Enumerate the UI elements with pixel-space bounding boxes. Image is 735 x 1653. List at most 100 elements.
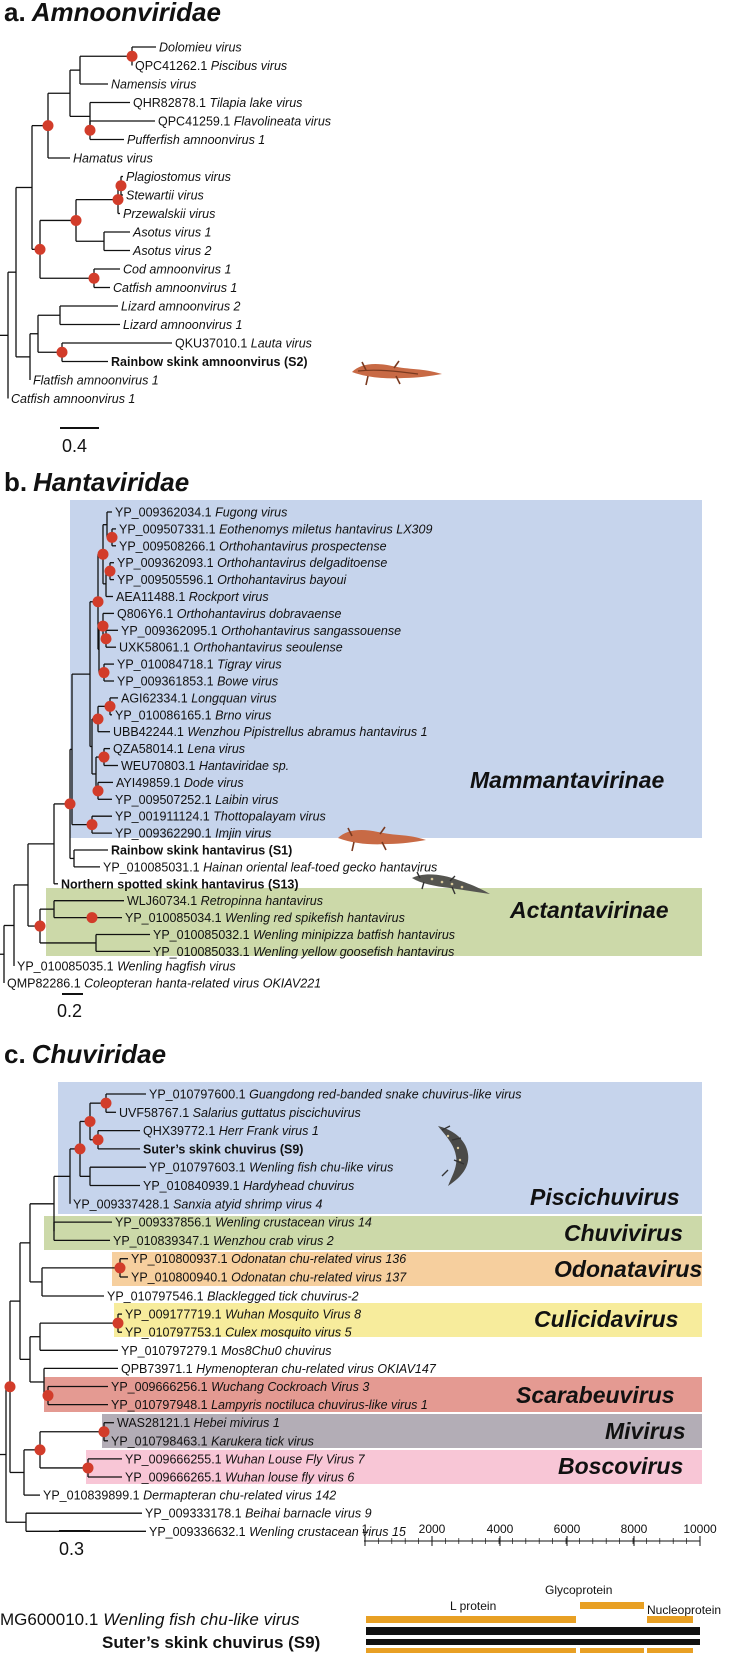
hanta-leaf-label: YP_009362093.1 Orthohantavirus delgadito… [117,556,387,570]
chu-leaf-label: YP_010839347.1 Wenzhou crab virus 2 [113,1234,334,1248]
hanta-support-node [92,596,104,608]
genome-tick-label: 2000 [419,1522,446,1536]
amnoon-support-node [56,346,68,358]
leaf-virus-name: Longquan virus [191,691,276,705]
hanta-support-node [100,633,112,645]
clade-label-odonatavirus: Odonatavirus [554,1256,702,1282]
chu-support-node [82,1462,94,1474]
leaf-virus-name: Namensis virus [111,78,196,92]
amnoon-leaf-label: Cod amnoonvirus 1 [123,263,231,277]
hanta-leaf-label: QZA58014.1 Lena virus [113,742,245,756]
amnoon-leaf-label: Asotus virus 1 [132,226,212,240]
leaf-virus-name: Asotus virus 2 [132,244,212,258]
leaf-virus-name: Orthohantavirus seoulense [193,641,342,655]
panel-c-family: Chuviridae [32,1039,166,1069]
chu-support-node [74,1143,86,1155]
gene-label-glycoprotein: Glycoprotein [545,1583,612,1597]
leaf-accession: QPB73971.1 [121,1362,196,1376]
leaf-virus-name: Retropinna hantavirus [201,894,323,908]
leaf-virus-name: Rainbow skink amnoonvirus (S2) [111,355,308,369]
ref-glycoprotein-gene [580,1602,644,1609]
leaf-accession: YP_010085033.1 [153,945,253,959]
scale-bar-c-label: 0.3 [59,1539,84,1559]
leaf-accession: YP_009177719.1 [125,1308,225,1322]
chu-leaf-label: YP_010839899.1 Dermapteran chu-related v… [43,1489,336,1503]
leaf-virus-name: Przewalskii virus [123,207,215,221]
leaf-accession: YP_009362093.1 [117,556,217,570]
chu-leaf-label: YP_009333178.1 Beihai barnacle virus 9 [145,1507,372,1521]
amnoon-leaf-label: Namensis virus [111,78,196,92]
leaf-virus-name: Asotus virus 1 [132,226,212,240]
chu-leaf-label: YP_010840939.1 Hardyhead chuvirus [143,1179,354,1193]
chu-leaf-label: YP_009337856.1 Wenling crustacean virus … [115,1216,372,1230]
leaf-accession: QHX39772.1 [143,1124,219,1138]
chu-support-node [84,1115,96,1127]
leaf-accession: YP_010797753.1 [125,1326,225,1340]
leaf-virus-name: Tigray virus [217,658,281,672]
panel-a-scale-bar: 0.4 [60,427,99,456]
leaf-accession: YP_010085035.1 [17,960,117,974]
panel-b: b.Hantaviridae Mammantavirinae Actantavi… [0,467,702,1021]
leaf-accession: AYI49859.1 [116,776,184,790]
amnoon-support-node [70,214,82,226]
leaf-virus-name: Wenzhou Pipistrellus abramus hantavirus … [187,725,427,739]
leaf-virus-name: Sanxia atyid shrimp virus 4 [173,1197,322,1211]
amnoon-support-node [84,124,96,136]
leaf-accession: YP_010800937.1 [131,1252,231,1266]
amnoon-support-node [42,120,54,132]
leaf-virus-name: Orthohantavirus delgaditoense [217,556,387,570]
genome-tick-label: 8000 [621,1522,648,1536]
chu-leaf-label: YP_010797546.1 Blacklegged tick chuvirus… [107,1290,359,1304]
chu-support-node [4,1381,16,1393]
leaf-accession: YP_009337856.1 [115,1216,215,1230]
leaf-virus-name: Beihai barnacle virus 9 [245,1507,372,1521]
genome-tick-label: 4000 [487,1522,514,1536]
chu-leaf-label: YP_010800940.1 Odonatan chu-related viru… [131,1271,407,1285]
leaf-accession: UXK58061.1 [119,641,193,655]
leaf-virus-name: Orthohantavirus sangassouense [221,624,401,638]
leaf-virus-name: Wenzhou crab virus 2 [213,1234,334,1248]
chu-leaf-label: YP_010797279.1 Mos8Chu0 chuvirus [121,1344,332,1358]
chu-support-node [42,1390,54,1402]
leaf-virus-name: Wenling crustacean virus 14 [215,1216,372,1230]
leaf-virus-name: Catfish amnoonvirus 1 [11,392,135,406]
chu-leaf-label: YP_010797948.1 Lampyris noctiluca chuvir… [111,1398,428,1412]
chu-leaf-label: YP_010800937.1 Odonatan chu-related viru… [131,1252,406,1266]
leaf-accession: YP_009362095.1 [121,624,221,638]
scale-bar-a-label: 0.4 [62,436,87,456]
leaf-virus-name: Dermapteran chu-related virus 142 [143,1489,336,1503]
hanta-support-node [86,819,98,831]
hanta-support-node [64,798,76,810]
amnoon-support-node [34,243,46,255]
leaf-virus-name: Orthohantavirus bayoui [217,573,347,587]
amnoon-leaf-label: QHR82878.1 Tilapia lake virus [133,96,302,110]
leaf-virus-name: Herr Frank virus 1 [219,1124,319,1138]
hanta-leaf-label: YP_010085035.1 Wenling hagfish virus [17,960,236,974]
genome-ref-virus: Wenling fish chu-like virus [103,1610,300,1629]
leaf-accession: AGI62334.1 [121,691,191,705]
chu-leaf-label: YP_009177719.1 Wuhan Mosquito Virus 8 [125,1308,361,1322]
chu-leaf-label: WAS28121.1 Hebei mivirus 1 [117,1416,280,1430]
leaf-accession: YP_009361853.1 [117,675,217,689]
leaf-virus-name: Northern spotted skink hantavirus (S13) [61,877,299,891]
panel-a-title: a.Amnoonviridae [4,0,221,27]
genome-tick-label: 1 [362,1522,369,1536]
hanta-leaf-label: YP_001911124.1 Thottopalayam virus [115,810,326,824]
leaf-virus-name: Orthohantavirus prospectense [219,539,387,553]
leaf-virus-name: Salarius guttatus piscichuvirus [193,1106,361,1120]
leaf-virus-name: Pufferfish amnoonvirus 1 [127,133,265,147]
hanta-leaf-label: YP_009362290.1 Imjin virus [115,827,271,841]
leaf-accession: YP_009666256.1 [111,1380,211,1394]
clade-label-boscovirus: Boscovirus [558,1453,683,1479]
chu-leaf-label: YP_009666256.1 Wuchang Cockroach Virus 3 [111,1380,369,1394]
leaf-virus-name: Lizard amnoonvirus 1 [123,318,243,332]
leaf-accession: Q806Y6.1 [117,607,177,621]
leaf-virus-name: Brno virus [215,708,271,722]
chu-support-node [112,1317,124,1329]
leaf-virus-name: Wenling minipizza batfish hantavirus [253,928,455,942]
hanta-leaf-label: YP_010085031.1 Hainan oriental leaf-toed… [103,860,437,874]
